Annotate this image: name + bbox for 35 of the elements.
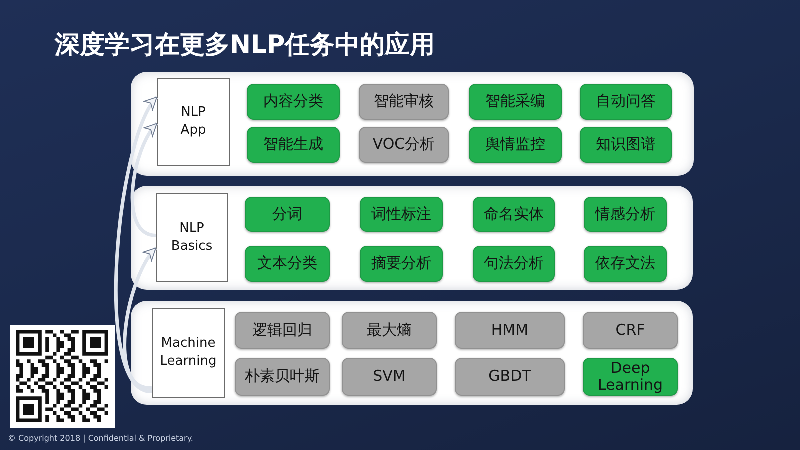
topic-box: 知识图谱 <box>580 127 672 163</box>
curved-arrow <box>130 122 158 238</box>
topic-box: 逻辑回归 <box>235 312 330 349</box>
layer-box: NLP App <box>157 78 230 166</box>
topic-box: 文本分类 <box>245 246 330 282</box>
topic-box: Deep Learning <box>583 358 678 396</box>
topic-box: 词性标注 <box>360 197 443 232</box>
topic-box: 最大熵 <box>342 312 437 349</box>
topic-box: 自动问答 <box>580 84 672 120</box>
topic-box: GBDT <box>455 358 565 396</box>
layer-panel <box>131 72 694 176</box>
topic-box: VOC分析 <box>359 127 449 163</box>
topic-box: 命名实体 <box>473 197 555 232</box>
topic-box: SVM <box>342 358 437 396</box>
topic-box: CRF <box>583 312 678 349</box>
layer-box: Machine Learning <box>152 308 225 398</box>
topic-box: 分词 <box>245 197 330 232</box>
topic-box: 依存文法 <box>584 246 667 282</box>
curved-arrow <box>114 96 158 394</box>
layer-panel <box>131 186 693 290</box>
topic-box: 朴素贝叶斯 <box>235 358 330 396</box>
topic-box: 智能采编 <box>469 84 562 120</box>
topic-box: 摘要分析 <box>360 246 443 282</box>
topic-box: 句法分析 <box>473 246 555 282</box>
topic-box: 情感分析 <box>584 197 667 232</box>
topic-box: 智能审核 <box>359 84 449 120</box>
layer-box: NLP Basics <box>156 193 228 282</box>
topic-box: 舆情监控 <box>469 127 562 163</box>
layer-panel <box>131 301 693 405</box>
topic-box: HMM <box>455 312 565 349</box>
topic-box: 智能生成 <box>247 127 340 163</box>
curved-arrow <box>123 247 158 390</box>
copyright-notice: © Copyright 2018 | Confidential & Proprietary. <box>8 434 194 443</box>
title: 深度学习在更多NLP任务中的应用 <box>55 30 436 60</box>
topic-box: 内容分类 <box>247 84 340 120</box>
